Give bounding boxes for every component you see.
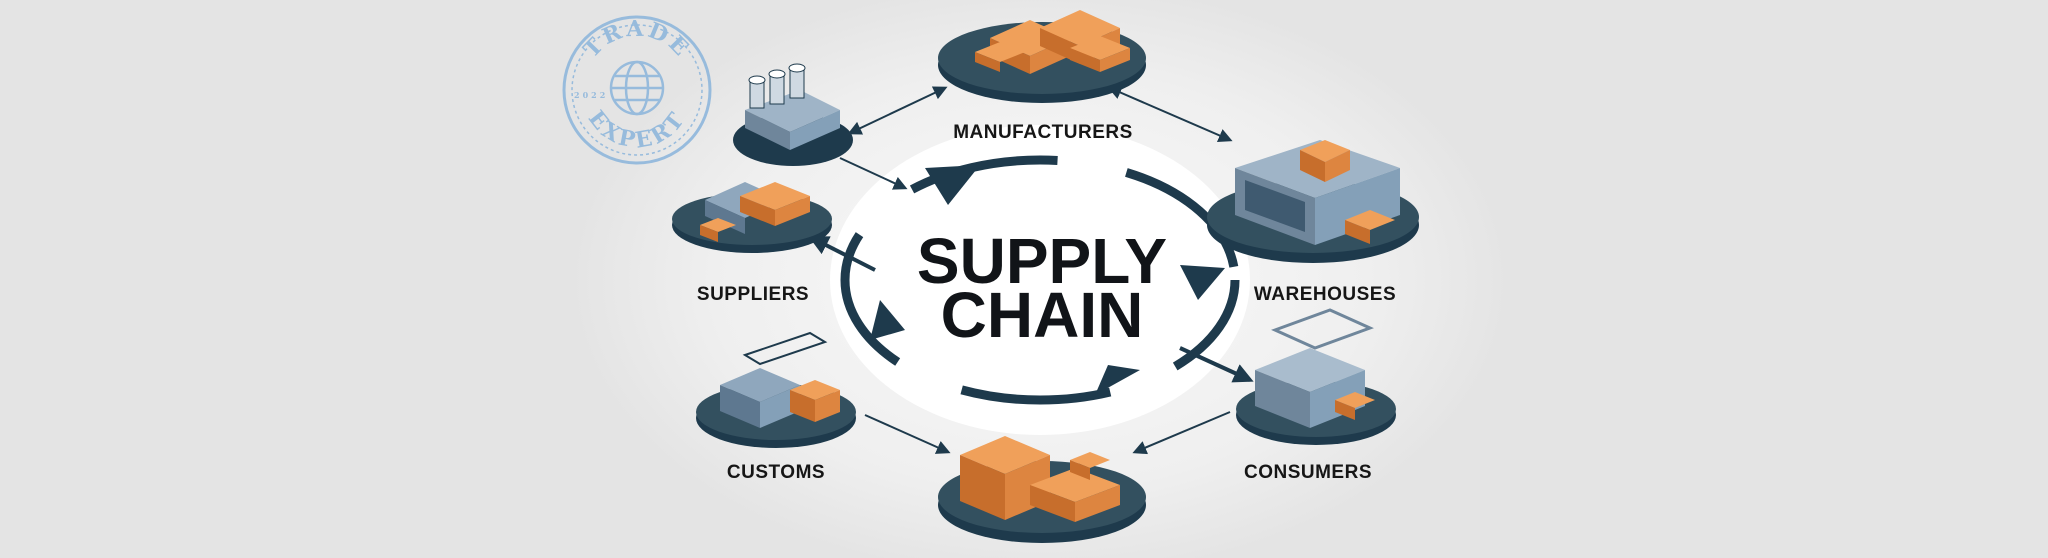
crate-stack [975,10,1130,74]
label-warehouses: WAREHOUSES [1254,284,1396,305]
connector-factory-manufacturers [847,86,948,135]
customs-illustration [696,331,856,448]
connector-factory-center [839,157,908,190]
warehouses-illustration [1207,140,1419,263]
conveyor-frame [742,331,828,366]
cycle-arrowhead-bottom [1095,365,1140,395]
label-consumers: CONSUMERS [1244,462,1372,483]
consumers-illustration [1236,308,1396,445]
factory-illustration [733,63,853,166]
manufacturers-illustration [938,10,1146,103]
connector-manufacturers-warehouses [1107,86,1233,142]
connectors [808,86,1254,455]
stamp-text-small: 2022 [574,90,608,100]
connector-consumers-bottom [1132,411,1231,455]
cycle-ring [840,155,1240,405]
distribution-illustration [938,436,1146,543]
connector-center-consumers [1179,346,1254,383]
cycle-arrowhead-right [1180,265,1225,300]
title-line-1: SUPPLY [917,225,1167,297]
label-manufacturers: MANUFACTURERS [953,122,1133,143]
stamp-text-top: TRADE [579,16,696,63]
connector-customs-bottom [864,414,951,454]
label-suppliers: SUPPLIERS [697,284,809,305]
title-line-2: CHAIN [941,279,1144,351]
cycle-arrowhead-top [925,165,980,205]
cycle-arrowhead-left [870,300,905,340]
suppliers-illustration [672,182,832,253]
center-disc [830,125,1250,435]
connector-center-suppliers [808,236,876,272]
globe-icon [609,60,665,116]
label-customs: CUSTOMS [727,462,825,483]
